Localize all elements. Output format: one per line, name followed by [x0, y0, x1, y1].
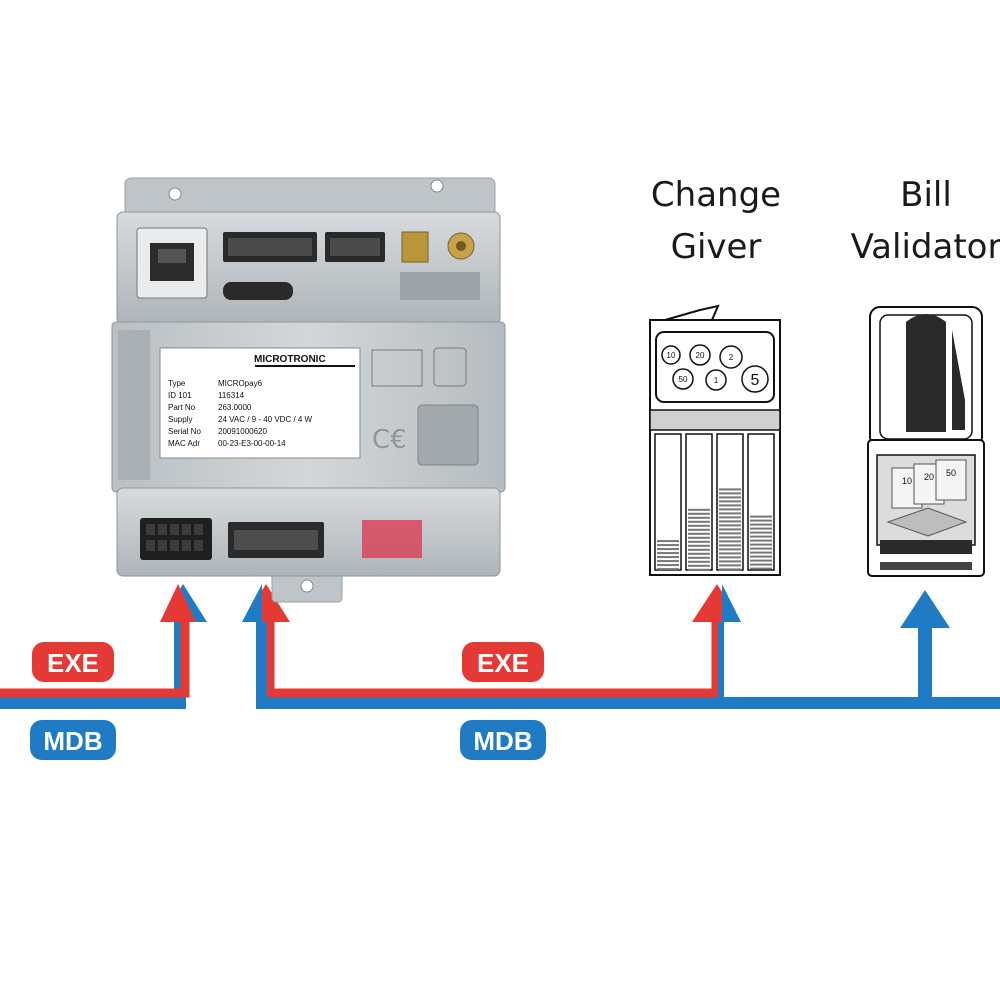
- arrow-up-icon: [900, 590, 950, 628]
- coin-icon: 1: [705, 369, 727, 391]
- ce-mark: C€: [372, 425, 407, 455]
- bill-validator: Bill Validator 10 20 50: [851, 175, 1000, 577]
- connector-pin: [170, 540, 179, 551]
- svg-text:MDB: MDB: [473, 726, 532, 756]
- connector-pin: [158, 540, 167, 551]
- exe-line-right: [265, 608, 721, 698]
- connector-pin: [194, 540, 203, 551]
- svg-text:20: 20: [696, 351, 705, 360]
- product-label: MICROTRONIC Type MICROpay6 ID 101 116314Par…: [159, 347, 361, 459]
- svg-text:10: 10: [667, 351, 676, 360]
- svg-text:5: 5: [751, 372, 760, 389]
- bus-lines: [0, 595, 1000, 709]
- connector-pin: [146, 524, 155, 535]
- label-key: MAC Adr: [168, 439, 200, 448]
- coin-tube: [685, 433, 713, 571]
- exe-line-left: [0, 608, 190, 698]
- mdb-line: [256, 595, 1000, 709]
- label-value: 20091000620: [218, 427, 267, 436]
- mdb-label-left: MDB: [30, 720, 116, 760]
- connector-pin: [182, 540, 191, 551]
- mdb-line-left: [0, 610, 186, 709]
- label-value: 263.0000: [218, 403, 252, 412]
- svg-text:MDB: MDB: [43, 726, 102, 756]
- arrow-up-icon: [242, 584, 290, 622]
- red-connector: [362, 520, 422, 558]
- label-value: 00-23-E3-00-00-14: [218, 439, 286, 448]
- svg-text:EXE: EXE: [477, 648, 529, 678]
- connector-pin: [146, 540, 155, 551]
- label-key: Type: [168, 379, 186, 388]
- connector-pin: [182, 524, 191, 535]
- svg-text:20: 20: [924, 472, 934, 482]
- coin-tube: [747, 433, 775, 571]
- bill-validator-title-1: Bill: [900, 175, 952, 215]
- coin-icon: 2: [719, 345, 743, 369]
- connector-pin: [170, 524, 179, 535]
- svg-text:EXE: EXE: [47, 648, 99, 678]
- exe-label-left: EXE: [32, 642, 114, 682]
- svg-text:2: 2: [729, 353, 734, 362]
- change-giver-title-1: Change: [651, 175, 781, 215]
- coin-tube: [654, 433, 682, 571]
- svg-text:MICROTRONIC: MICROTRONIC: [254, 354, 326, 365]
- svg-text:50: 50: [679, 375, 688, 384]
- svg-text:10: 10: [902, 476, 912, 486]
- coin-icon: 10: [661, 345, 681, 365]
- svg-text:50: 50: [946, 468, 956, 478]
- label-value: 116314: [218, 391, 245, 400]
- bill-slot: [906, 314, 946, 432]
- label-key: Part No: [168, 403, 196, 412]
- mdb-label-mid: MDB: [460, 720, 546, 760]
- label-value: 24 VAC / 9 - 40 VDC / 4 W: [218, 415, 313, 424]
- exe-label-mid: EXE: [462, 642, 544, 682]
- banknote-icon: 50: [935, 459, 967, 501]
- coin-icon: 50: [672, 368, 694, 390]
- arrow-up-icon: [692, 584, 741, 622]
- label-key: Serial No: [168, 427, 201, 436]
- label-key: ID 101: [168, 391, 192, 400]
- controller-device: MICROTRONIC Type MICROpay6 ID 101 116314Par…: [111, 177, 506, 603]
- change-giver-title-2: Giver: [671, 227, 762, 267]
- arrow-heads: [160, 584, 950, 628]
- change-giver: Change Giver 10 20 2 50 1 5: [649, 175, 781, 576]
- coin-icon: 20: [689, 344, 711, 366]
- bill-validator-title-2: Validator: [851, 227, 1000, 267]
- label-key: Supply: [168, 415, 192, 424]
- arrow-up-icon: [160, 584, 207, 622]
- svg-text:1: 1: [714, 376, 719, 385]
- connector-pin: [194, 524, 203, 535]
- connector-pin: [158, 524, 167, 535]
- label-value: MICROpay6: [218, 379, 263, 388]
- coin-icon: 5: [741, 365, 769, 393]
